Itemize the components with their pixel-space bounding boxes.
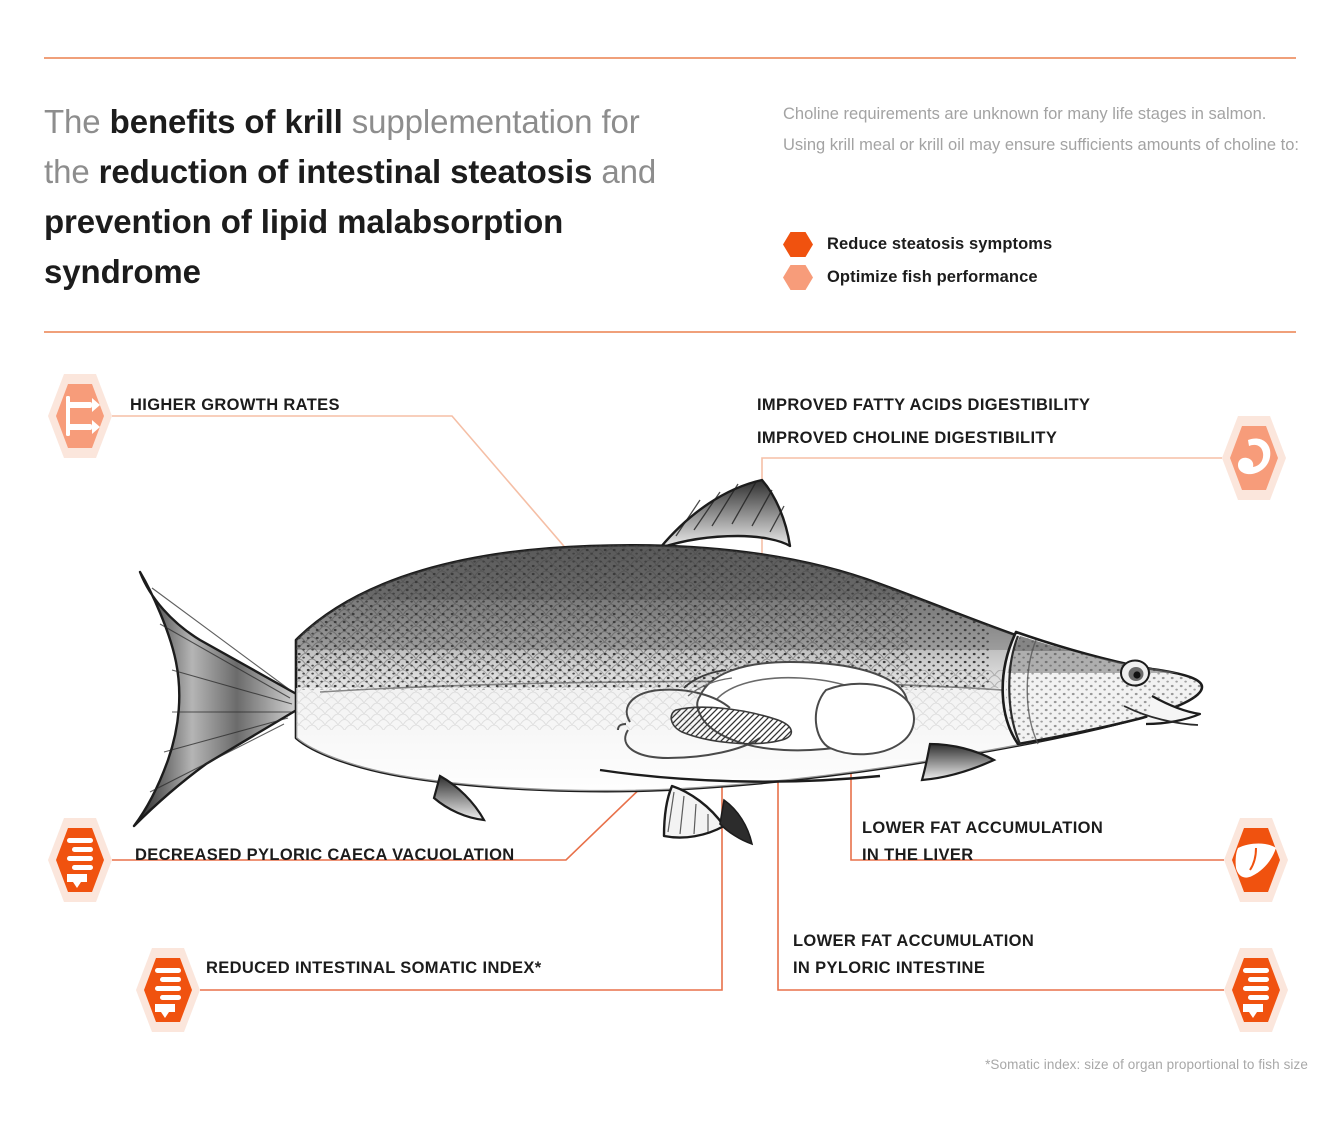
hexagon-badges [48, 374, 1288, 1032]
callout-label-higher-growth-rates: HIGHER GROWTH RATES [130, 396, 340, 414]
intro-text: Choline requirements are unknown for man… [783, 100, 1303, 160]
header-divider [44, 331, 1296, 333]
badge-pyloric-intestine [1224, 948, 1288, 1032]
badge-reduced-isi [136, 948, 200, 1032]
callout-label-lower-fat-pyloric: LOWER FAT ACCUMULATION IN PYLORIC INTEST… [793, 928, 1034, 982]
internal-organs [599, 660, 915, 783]
page-title: The benefits of krill supplementation fo… [44, 103, 657, 290]
legend-item-label: Reduce steatosis symptoms [827, 235, 1053, 253]
callout-label-improved-fatty-acids: IMPROVED FATTY ACIDS DIGESTIBILITY [757, 396, 1091, 414]
badge-liver [1224, 818, 1288, 902]
intro-line-1: Choline requirements are unknown for man… [783, 105, 1267, 123]
top-divider [44, 57, 1296, 59]
callout-line-1: LOWER FAT ACCUMULATION [862, 819, 1104, 837]
callout-label-improved-choline: IMPROVED CHOLINE DIGESTIBILITY [757, 429, 1058, 447]
footnote: *Somatic index: size of organ proportion… [985, 1057, 1308, 1072]
salmon-illustration [132, 478, 1204, 846]
badge-higher-growth-rates [48, 374, 112, 458]
legend-item-label: Optimize fish performance [827, 268, 1038, 286]
callout-label-reduced-isi: REDUCED INTESTINAL SOMATIC INDEX* [206, 959, 542, 977]
intro-line-2: Using krill meal or krill oil may ensure… [783, 136, 1299, 154]
callout-line-1: LOWER FAT ACCUMULATION [793, 932, 1035, 950]
callout-label-lower-fat-liver: LOWER FAT ACCUMULATION IN THE LIVER [862, 815, 1103, 869]
diagram [0, 340, 1340, 1060]
hexagon-icon [783, 265, 813, 290]
legend-item-optimize-performance: Optimize fish performance [783, 261, 1303, 294]
callout-line-2: IN THE LIVER [862, 846, 974, 864]
legend-item-reduce-steatosis: Reduce steatosis symptoms [783, 228, 1303, 261]
hexagon-icon [783, 232, 813, 257]
callout-line-2: IN PYLORIC INTESTINE [793, 959, 986, 977]
badge-decreased-caeca [48, 818, 112, 902]
callout-label-decreased-caeca: DECREASED PYLORIC CAECA VACUOLATION [135, 846, 515, 864]
legend: Reduce steatosis symptoms Optimize fish … [783, 228, 1303, 294]
badge-improved-digestibility [1222, 416, 1286, 500]
